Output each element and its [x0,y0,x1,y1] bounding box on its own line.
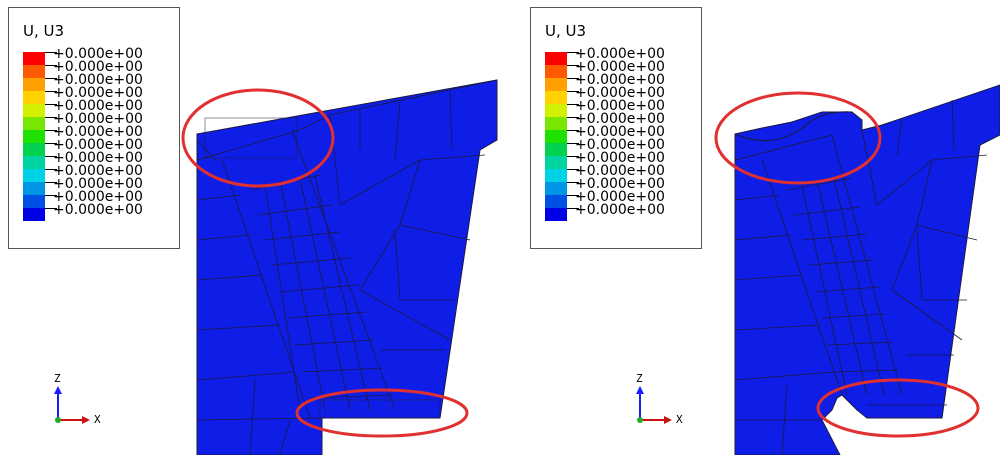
x-axis-label: X [676,413,683,426]
legend-entry: +0.000e+00 [23,112,183,130]
undeformed-mesh [181,79,498,455]
legend-entry: +0.000e+00 [545,60,705,78]
fine-mesh-bottom [319,399,441,419]
legend-entry: +0.000e+00 [23,164,183,182]
legend-entry: +0.000e+00 [545,190,705,208]
legend-entry: +0.000e+00 [545,164,705,182]
legend-title: U, U3 [23,22,65,40]
z-axis-label: Z [54,372,61,385]
axis-triad: Z X [628,370,688,430]
legend-entry: +0.000e+00 [23,99,183,117]
highlight-bottom-ellipse [295,388,469,438]
axis-triad-icon [636,386,672,424]
z-axis-label: Z [636,372,643,385]
left-panel: U, U3 +0.000e+00 +0.000e+00 +0.000e+00 +… [8,7,498,455]
highlight-top-ellipse [714,91,882,185]
legend-entry: +0.000e+00 [23,73,183,91]
deformed-mesh [714,84,1000,455]
legend-entry: +0.000e+00 [23,203,183,221]
legend-entry: +0.000e+00 [23,190,183,208]
legend-entry: +0.000e+00 [23,47,183,65]
legend-entry: +0.000e+00 [23,138,183,156]
legend-entry: +0.000e+00 [545,177,705,195]
mesh-lines [196,79,498,455]
legend-entry: +0.000e+00 [545,138,705,156]
contour-legend: U, U3 +0.000e+00 +0.000e+00 +0.000e+00 +… [8,7,180,249]
legend-entry: +0.000e+00 [545,86,705,104]
axis-triad: Z X [46,370,106,430]
fine-mesh-top [204,117,298,159]
highlight-bottom-ellipse [816,378,980,438]
mesh-body [734,84,1000,455]
legend-entry: +0.000e+00 [23,86,183,104]
legend-entry: +0.000e+00 [23,60,183,78]
legend-title: U, U3 [545,22,587,40]
highlight-top-ellipse [181,88,335,188]
top-crater-shape [734,111,853,142]
legend-entry: +0.000e+00 [23,151,183,169]
legend-entry: +0.000e+00 [545,112,705,130]
right-panel: U, U3 +0.000e+00 +0.000e+00 +0.000e+00 +… [522,0,1000,455]
legend-entry: +0.000e+00 [545,73,705,91]
legend-entry: +0.000e+00 [545,151,705,169]
legend-entry: +0.000e+00 [545,99,705,117]
legend-entry: +0.000e+00 [23,177,183,195]
legend-entry: +0.000e+00 [545,47,705,65]
legend-entry: +0.000e+00 [545,203,705,221]
legend-entry: +0.000e+00 [23,125,183,143]
x-axis-label: X [94,413,101,426]
mesh-lines [734,99,988,455]
axis-triad-icon [54,386,90,424]
legend-entry: +0.000e+00 [545,125,705,143]
contour-legend: U, U3 +0.000e+00 +0.000e+00 +0.000e+00 +… [530,7,702,249]
